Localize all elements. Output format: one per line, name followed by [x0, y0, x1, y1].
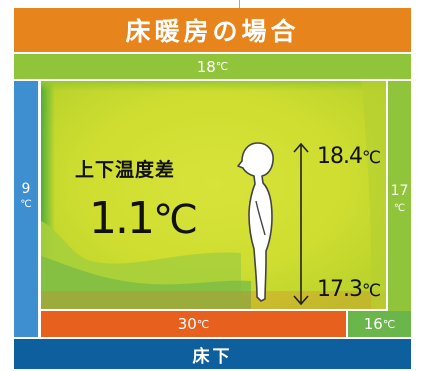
left-wall-temperature-bar: 9 ℃: [14, 81, 38, 337]
head-temp-unit: ℃: [361, 148, 381, 168]
heated-floor-temp-unit: ℃: [196, 317, 210, 331]
floor-edge-temp: 16: [363, 315, 383, 333]
head-height-temperature: 18.4℃: [317, 144, 381, 169]
temperature-difference-unit: ℃: [152, 197, 198, 243]
under-floor-label: 床下: [192, 346, 233, 367]
heated-floor-temperature-bar: 30℃: [41, 311, 346, 337]
foot-height-temperature: 17.3℃: [317, 277, 381, 302]
under-floor-bar: 床下: [14, 339, 411, 369]
heated-floor-temp: 30: [177, 315, 197, 333]
person-silhouette-icon: [237, 142, 274, 302]
ceiling-temp-unit: ℃: [215, 60, 229, 73]
vertical-double-arrow-icon: [293, 142, 309, 306]
floor-edge-temp-unit: ℃: [382, 317, 396, 331]
left-wall-temp: 9: [21, 181, 31, 197]
right-wall-temp: 17: [390, 183, 409, 199]
head-temp-value: 18.4: [317, 144, 363, 169]
temperature-difference-value: 1.1℃: [89, 193, 198, 244]
title-text: 床暖房の場合: [125, 17, 300, 46]
floor-edge-temperature-bar: 16℃: [348, 311, 411, 337]
left-wall-temp-unit: ℃: [20, 199, 32, 210]
title-bar: 床暖房の場合: [14, 8, 411, 52]
right-wall-temp-unit: ℃: [393, 203, 406, 214]
temperature-difference-number: 1.1: [89, 193, 155, 244]
ceiling-temp: 18: [196, 57, 216, 76]
top-connector-line: [239, 0, 240, 8]
foot-temp-unit: ℃: [361, 281, 381, 301]
right-wall-temperature-bar: 17 ℃: [388, 81, 411, 311]
temperature-difference-label: 上下温度差: [75, 159, 176, 181]
thermal-gradient-background: [41, 81, 386, 309]
ceiling-temperature-bar: 18℃: [14, 54, 411, 79]
room-thermal-image: 上下温度差 1.1℃ 18.4℃ 17.3℃: [41, 81, 386, 309]
foot-temp-value: 17.3: [317, 277, 363, 302]
